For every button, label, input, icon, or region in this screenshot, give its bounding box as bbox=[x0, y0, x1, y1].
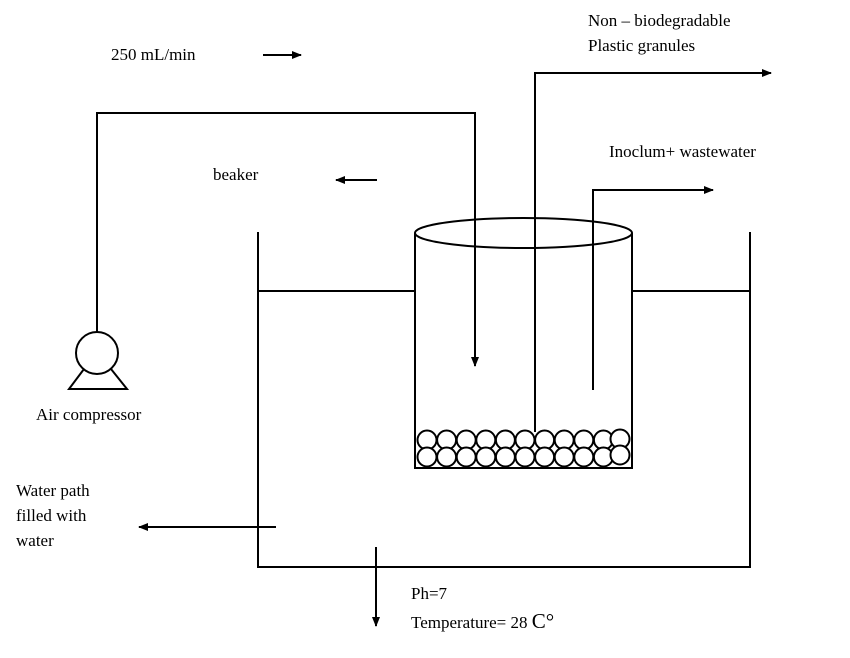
compressor-base-icon bbox=[67, 368, 130, 390]
temperature-value: Temperature= 28 bbox=[411, 613, 532, 632]
water-path-label-line2: filled with bbox=[16, 506, 87, 525]
water-bath bbox=[257, 232, 751, 568]
water-path-label-line1: Water path bbox=[16, 481, 90, 500]
temperature-label: Temperature= 28 C° bbox=[411, 610, 554, 634]
air-compressor-icon bbox=[75, 331, 119, 375]
granule bbox=[455, 446, 477, 468]
granule bbox=[609, 444, 631, 466]
beaker-label: beaker bbox=[213, 165, 259, 184]
granule bbox=[436, 446, 458, 468]
air-pipe bbox=[96, 112, 479, 367]
granule-outlet-pipe bbox=[534, 69, 772, 432]
temperature-unit: C° bbox=[531, 609, 555, 633]
air-compressor-label: Air compressor bbox=[36, 405, 142, 424]
granule bbox=[475, 446, 497, 468]
plastic-granules bbox=[416, 428, 631, 468]
inoculum-pipe bbox=[592, 186, 714, 390]
granule bbox=[494, 446, 516, 468]
outlet-label-line2: Plastic granules bbox=[588, 36, 696, 55]
granule bbox=[573, 446, 595, 468]
beaker-rim bbox=[414, 217, 633, 249]
granule bbox=[534, 446, 556, 468]
granule bbox=[416, 446, 438, 468]
water-path-label-line3: water bbox=[16, 531, 54, 550]
granule bbox=[514, 446, 536, 468]
beaker-body bbox=[414, 233, 633, 469]
inoculum-label: Inoclum+ wastewater bbox=[609, 142, 756, 161]
granule bbox=[553, 446, 575, 468]
ph-label: Ph=7 bbox=[411, 584, 448, 603]
outlet-label-line1: Non – biodegradable bbox=[588, 11, 731, 30]
flow-rate-label: 250 mL/min bbox=[111, 45, 196, 64]
